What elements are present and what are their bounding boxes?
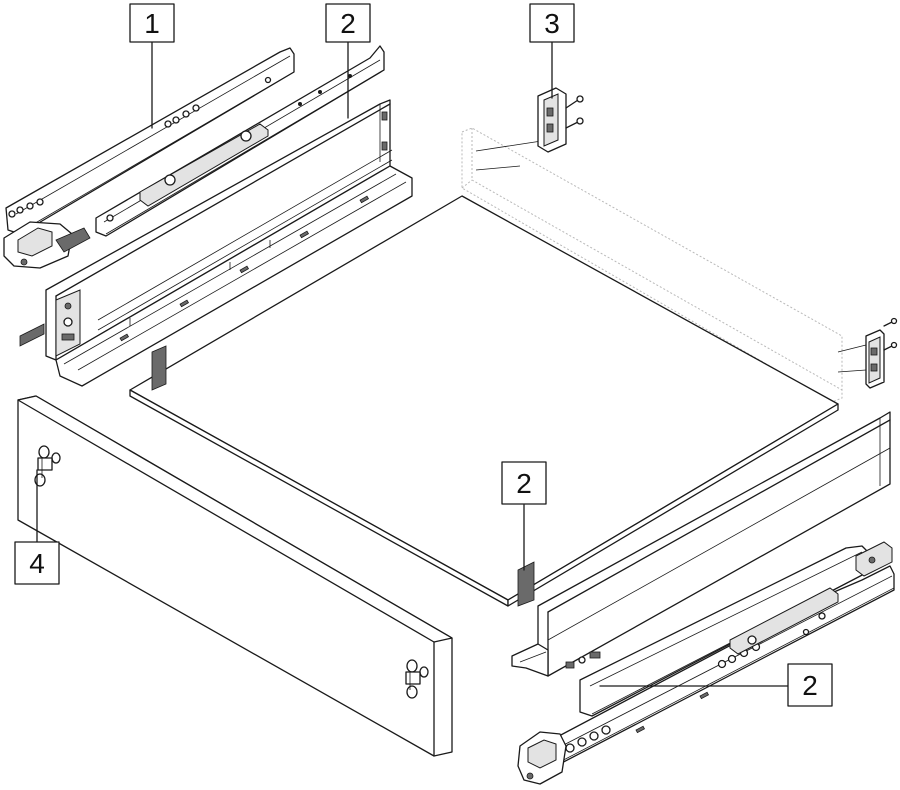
callout-2-middle-label: 2 [516, 468, 532, 499]
drawer-side-left [19, 99, 413, 387]
callout-2-top-label: 2 [340, 8, 356, 39]
callout-2-bottom: 2 [787, 663, 833, 707]
bottom-panel [129, 195, 839, 607]
back-panel [461, 127, 871, 403]
slide-runner-right [517, 541, 895, 785]
bottom-panel-tab-right [517, 561, 535, 607]
drawer-side-right [511, 411, 891, 677]
callout-2-middle: 2 [501, 461, 547, 505]
leader-lines [36, 41, 789, 687]
callout-1: 1 [129, 3, 175, 43]
callout-3-label: 3 [544, 8, 560, 39]
callout-3: 3 [529, 3, 575, 43]
callout-2-bottom-label: 2 [802, 670, 818, 701]
callout-4-label: 4 [29, 548, 45, 579]
callout-1-label: 1 [144, 8, 160, 39]
back-bracket-right [865, 317, 898, 389]
front-fixing-left [34, 445, 61, 487]
bottom-panel-tab-left [151, 345, 167, 391]
callout-2-top: 2 [325, 3, 371, 43]
front-fixing-right [405, 659, 429, 699]
front-panel [17, 395, 453, 757]
callout-4: 4 [14, 541, 60, 585]
slide-runner-left [3, 45, 385, 269]
back-bracket-top [537, 87, 584, 153]
